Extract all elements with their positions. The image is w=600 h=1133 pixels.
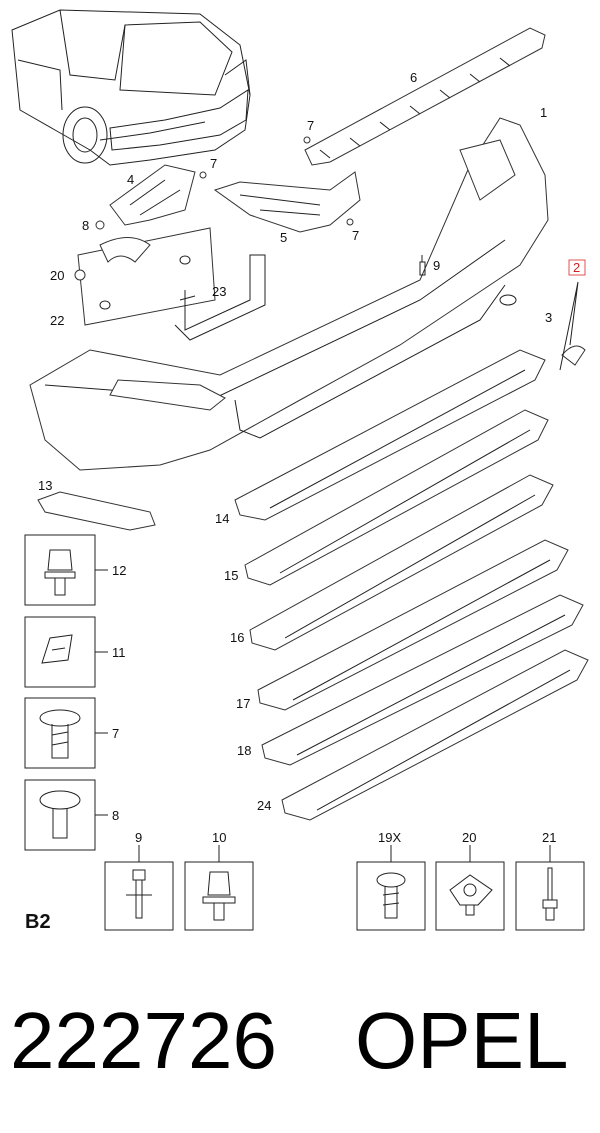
box-label-10: 10 xyxy=(212,830,226,845)
callout-24: 24 xyxy=(257,798,271,813)
box-label-20: 20 xyxy=(462,830,476,845)
callout-7c: 7 xyxy=(352,228,359,243)
fastener-box-21 xyxy=(515,845,585,931)
callout-labels: 1 2 3 4 5 6 7 7 7 8 9 20 22 23 13 14 15 … xyxy=(38,70,586,845)
left-side-bracket xyxy=(109,164,196,226)
box-label-21: 21 xyxy=(542,830,556,845)
box-label-9: 9 xyxy=(135,830,142,845)
plug-cover xyxy=(559,281,586,371)
box-label-11: 11 xyxy=(112,645,126,660)
callout-7b: 7 xyxy=(210,156,217,171)
foam-pad xyxy=(74,227,216,326)
bumper-fascia xyxy=(29,117,549,471)
fastener-box-8 xyxy=(24,779,108,851)
fastener-box-19x xyxy=(356,845,426,931)
callout-9: 9 xyxy=(433,258,440,273)
wire-bracket xyxy=(174,254,266,341)
box-label-19x: 19X xyxy=(378,830,401,845)
callout-14: 14 xyxy=(215,511,229,526)
callout-15: 15 xyxy=(224,568,238,583)
callout-16: 16 xyxy=(230,630,244,645)
right-side-bracket xyxy=(213,171,361,233)
section-label: B2 xyxy=(25,911,51,933)
fastener-box-9 xyxy=(104,845,174,931)
rear-reflector xyxy=(37,491,156,531)
fastener-box-20 xyxy=(435,845,505,931)
part-number: 222726 xyxy=(10,996,277,1085)
callout-3: 3 xyxy=(545,310,552,325)
callout-2: 2 xyxy=(573,260,580,275)
callout-13: 13 xyxy=(38,478,52,493)
callout-8: 8 xyxy=(82,218,89,233)
trim-strips xyxy=(234,349,589,821)
callout-5: 5 xyxy=(280,230,287,245)
fastener-box-10 xyxy=(184,845,254,931)
fastener-box-11 xyxy=(24,616,108,688)
box-label-12: 12 xyxy=(112,563,126,578)
callout-4: 4 xyxy=(127,172,134,187)
callout-1: 1 xyxy=(540,105,547,120)
callout-18: 18 xyxy=(237,743,251,758)
callout-2-highlight xyxy=(568,259,586,276)
callout-17: 17 xyxy=(236,696,250,711)
vehicle-sketch xyxy=(11,9,251,166)
box-label-7: 7 xyxy=(112,726,119,741)
callout-23: 23 xyxy=(212,284,226,299)
fastener-box-7 xyxy=(24,697,108,769)
brand-name: OPEL xyxy=(355,996,569,1085)
callout-22: 22 xyxy=(50,313,64,328)
callout-6: 6 xyxy=(410,70,417,85)
upper-reinforcement-strip xyxy=(304,27,546,166)
box-label-8: 8 xyxy=(112,808,119,823)
callout-7a: 7 xyxy=(307,118,314,133)
small-screws xyxy=(95,136,426,276)
fastener-box-12 xyxy=(24,534,108,606)
callout-20: 20 xyxy=(50,268,64,283)
